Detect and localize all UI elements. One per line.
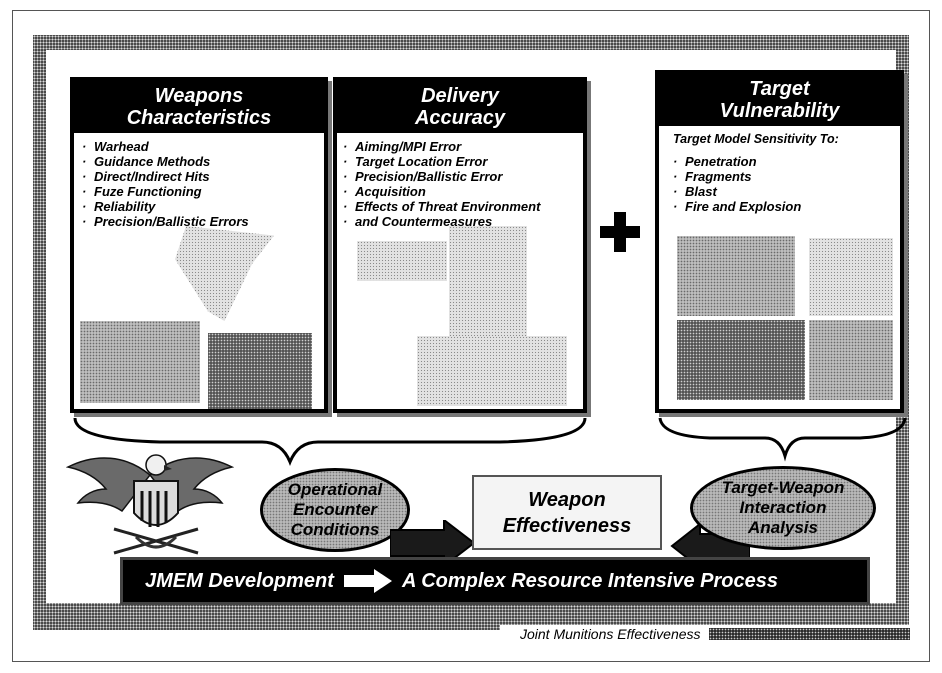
list-item: Direct/Indirect Hits (82, 169, 320, 184)
weapons-characteristics-header: Weapons Characteristics (74, 81, 324, 133)
target-vulnerability-panel: Target Vulnerability Target Model Sensit… (655, 70, 904, 413)
weapon-effectiveness-box: Weapon Effectiveness (472, 475, 662, 550)
target-weapon-interaction-ellipse: Target-Weapon Interaction Analysis (690, 466, 876, 550)
list-item: Guidance Methods (82, 154, 320, 169)
list-item: Precision/Ballistic Error (343, 169, 579, 184)
weapons-characteristics-list: Warhead Guidance Methods Direct/Indirect… (82, 139, 320, 229)
slide-border (12, 10, 930, 662)
list-item: Fire and Explosion (673, 199, 896, 214)
list-item: Target Location Error (343, 154, 579, 169)
list-item: Effects of Threat Environment (343, 199, 579, 214)
list-item: Blast (673, 184, 896, 199)
damaged-aircraft-photo (677, 320, 805, 400)
target-vulnerability-list: Penetration Fragments Blast Fire and Exp… (673, 154, 896, 214)
list-item: Warhead (82, 139, 320, 154)
target-title-line1: Target (749, 78, 810, 100)
banner-right-text: A Complex Resource Intensive Process (401, 569, 779, 592)
target-subheading: Target Model Sensitivity To: (673, 132, 839, 146)
list-item-continuation: and Countermeasures (343, 214, 579, 229)
banner-left-text: JMEM Development (145, 569, 334, 592)
wreckage-photo (417, 336, 567, 406)
list-item: Precision/Ballistic Errors (82, 214, 320, 229)
weapons-title-line1: Weapons (154, 85, 244, 107)
effectiveness-line1: Weapon (528, 488, 606, 511)
footer-strip: Joint Munitions Effectiveness (500, 625, 910, 643)
jmem-development-banner: JMEM Development A Complex Resource Inte… (120, 557, 870, 605)
list-item: Fragments (673, 169, 896, 184)
smoke-photo (677, 236, 795, 316)
right-arrow-icon (390, 520, 476, 566)
weapons-title-line2: Characteristics (126, 107, 272, 129)
ellipse-right-line2: Interaction (739, 498, 827, 517)
banner-arrow-icon (343, 569, 392, 593)
list-item: Penetration (673, 154, 896, 169)
ellipse-left-line1: Operational (287, 480, 383, 499)
ellipse-left-line3: Conditions (290, 520, 380, 539)
delivery-accuracy-header: Delivery Accuracy (337, 81, 583, 133)
list-item: Reliability (82, 199, 320, 214)
delivery-title-line2: Accuracy (414, 107, 506, 129)
list-item: Acquisition (343, 184, 579, 199)
footer-text: Joint Munitions Effectiveness (520, 626, 701, 642)
structure-photo (809, 238, 893, 316)
effectiveness-line2: Effectiveness (502, 514, 632, 537)
delivery-accuracy-panel: Delivery Accuracy Aiming/MPI Error Targe… (333, 77, 587, 413)
list-item: Aiming/MPI Error (343, 139, 579, 154)
vehicle-photo (809, 320, 893, 400)
operational-encounter-conditions-ellipse: Operational Encounter Conditions (260, 468, 410, 552)
footer-right-fill (708, 628, 910, 640)
plus-icon (600, 212, 640, 252)
ellipse-right-line1: Target-Weapon (721, 478, 845, 497)
ellipse-left-line2: Encounter (292, 500, 378, 519)
delivery-accuracy-list: Aiming/MPI Error Target Location Error P… (343, 139, 579, 229)
target-frame-photo (449, 226, 527, 336)
ship-photo (80, 321, 200, 403)
target-vulnerability-header: Target Vulnerability (659, 74, 900, 126)
explosion-photo (208, 333, 312, 409)
list-item: Fuze Functioning (82, 184, 320, 199)
target-title-line2: Vulnerability (719, 100, 840, 122)
aircraft-delivery-photo (357, 241, 447, 281)
eagle-emblem-icon (66, 454, 234, 555)
ellipse-right-line3: Analysis (748, 518, 818, 537)
weapons-characteristics-panel: Weapons Characteristics Warhead Guidance… (70, 77, 328, 413)
delivery-title-line1: Delivery (421, 85, 499, 107)
